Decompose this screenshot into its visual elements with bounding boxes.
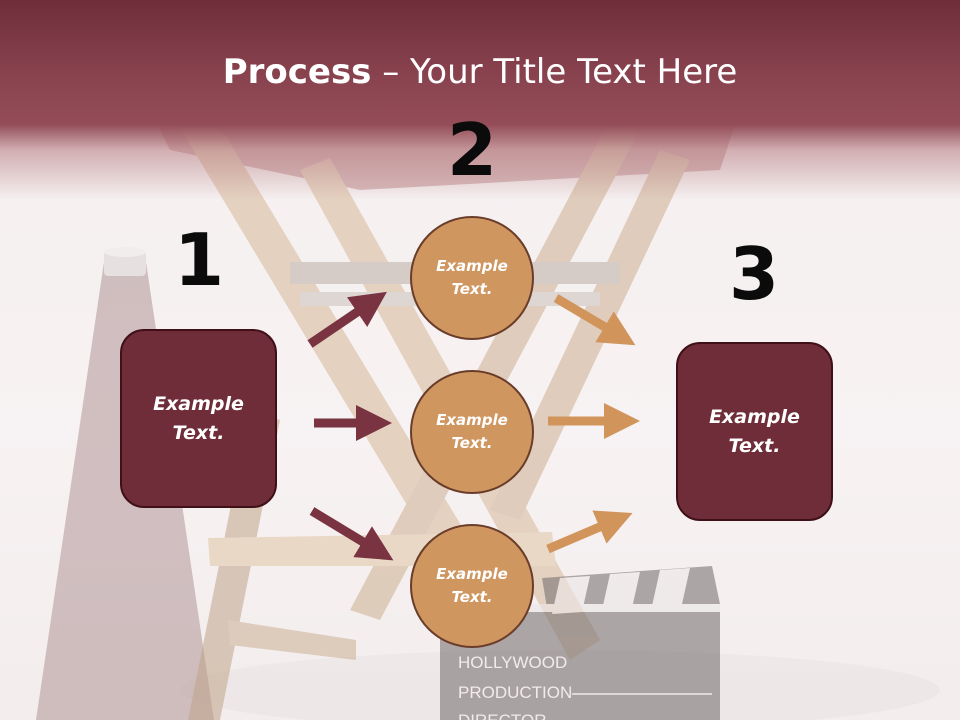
- circle-top[interactable]: Example Text.: [410, 216, 534, 340]
- step-box-3[interactable]: Example Text.: [676, 342, 833, 521]
- step-box-3-text: Example Text.: [709, 405, 800, 457]
- arrow-right-down: [553, 294, 636, 346]
- circle-top-text: Example Text.: [436, 257, 508, 298]
- clapperboard-line2: PRODUCTION: [458, 683, 572, 702]
- step-box-1[interactable]: Example Text.: [120, 329, 277, 508]
- step-number-2: 2: [446, 108, 498, 192]
- arrow-left-down: [309, 507, 394, 561]
- circle-middle[interactable]: Example Text.: [410, 370, 534, 494]
- title-bold: Process: [222, 52, 372, 92]
- step-number-3: 3: [728, 232, 780, 316]
- clapperboard-line1: HOLLYWOOD: [458, 653, 567, 672]
- step-number-1: 1: [173, 218, 225, 302]
- clapperboard-line3: DIRECTOR: [458, 711, 546, 720]
- header-band: [0, 0, 960, 200]
- circle-middle-text: Example Text.: [436, 411, 508, 452]
- circle-bottom[interactable]: Example Text.: [410, 524, 534, 648]
- circle-bottom-text: Example Text.: [436, 565, 508, 606]
- arrow-left-up: [307, 291, 387, 348]
- arrow-right-up: [546, 510, 633, 554]
- clapperboard-image: HOLLYWOOD PRODUCTION DIRECTOR: [440, 566, 720, 720]
- slide-title: Process – Your Title Text Here: [0, 52, 960, 92]
- title-rest: – Your Title Text Here: [371, 52, 738, 92]
- step-box-1-text: Example Text.: [153, 392, 244, 444]
